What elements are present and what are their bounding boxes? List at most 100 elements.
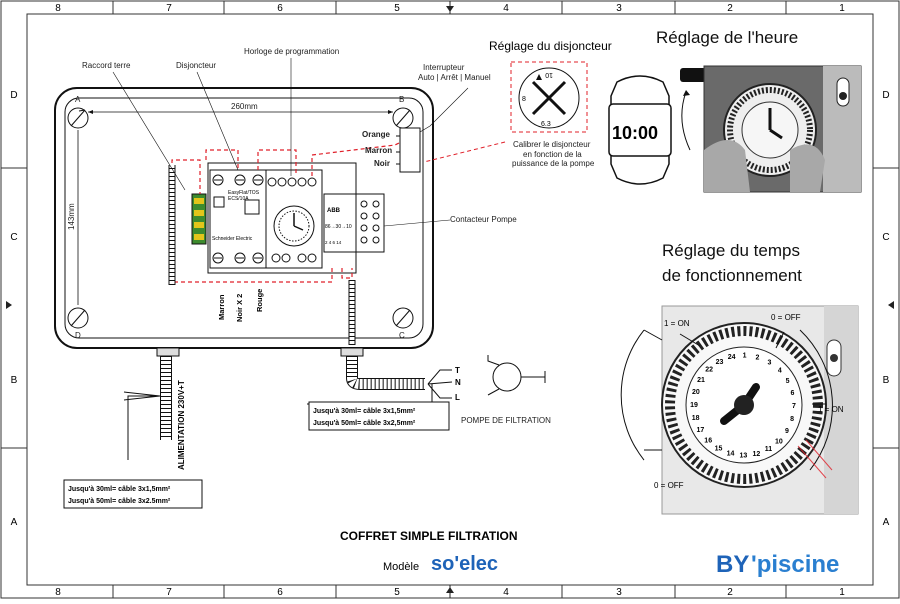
dimension-height: 143mm [67, 203, 76, 230]
supply-arrow: ALIMENTATION 230V+T [123, 380, 186, 470]
dial-number: 1 [743, 353, 747, 360]
breaker-note-1: Calibrer le disjoncteur [513, 140, 591, 149]
runtime-on-label-right: 1 = ON [818, 405, 844, 414]
callout-raccord-terre: Raccord terre [82, 61, 131, 70]
cable-spec-left: Jusqu'à 30ml= câble 3x1,5mm² Jusqu'à 50m… [63, 479, 203, 509]
dial-number: 24 [728, 354, 736, 361]
dial-number: 9 [785, 428, 789, 435]
frame-bottom-numbers: 8 7 6 5 4 3 2 1 [55, 587, 845, 598]
frame-number: 6 [277, 587, 283, 598]
terminal-n: N [455, 378, 461, 387]
frame-number: 1 [839, 587, 845, 598]
callout-disjoncteur: Disjoncteur [176, 61, 216, 70]
callout-interrupteur: Interrupteur [423, 63, 465, 72]
wire-orange-label: Orange [362, 130, 391, 139]
cable-spec-left-line2: Jusqu'à 50ml= câble 3x2.5mm² [68, 498, 171, 505]
wire-label-marron: Marron [217, 294, 226, 320]
dial-number: 2 [756, 354, 760, 361]
time-panel-title: Réglage de l'heure [656, 28, 798, 47]
cable-spec-right-line1: Jusqu'à 30ml= câble 3x1,5mm² [313, 408, 416, 415]
screw-a [67, 107, 89, 129]
breaker-brand: Schneider Electric [212, 236, 253, 242]
breaker-dial-top: 10 [545, 71, 553, 78]
frame-top-numbers: 8 7 6 5 4 3 2 1 [55, 3, 845, 14]
corner-label-a: A [75, 95, 81, 104]
runtime-off-label-bottom: 0 = OFF [654, 481, 684, 490]
bypiscine-logo-by: BY [716, 551, 749, 578]
frame-number: 3 [616, 3, 622, 14]
frame-letter: D [882, 90, 889, 101]
callout-contacteur: Contacteur Pompe [450, 215, 517, 224]
frame-letter: B [11, 375, 18, 386]
callouts [112, 58, 469, 227]
breaker-dial-left: 8 [522, 96, 526, 103]
dial-number: 18 [692, 415, 700, 422]
runtime-panel-title-line2: de fonctionnement [662, 266, 802, 285]
dial-number: 17 [697, 427, 705, 434]
frame-center-arrows [6, 1, 894, 598]
frame-number: 5 [394, 587, 400, 598]
contactor-terminals: 2 4 6 14 [325, 240, 342, 245]
selector-switch: Orange Marron Noir [362, 127, 421, 173]
frame-letter: C [882, 232, 889, 243]
cable-spec-right-line2: Jusqu'à 50ml= câble 3x2,5mm² [313, 420, 416, 427]
footer-title: COFFRET SIMPLE FILTRATION [340, 529, 518, 543]
wire-marron-label: Marron [365, 146, 392, 155]
dial-number: 11 [765, 446, 773, 453]
terminal-l: L [455, 393, 460, 402]
breaker-note-2: en fonction de la [523, 150, 582, 159]
dial-number: 5 [786, 378, 790, 385]
soelec-logo: so'elec [431, 553, 498, 575]
watch-display: 10:00 [612, 123, 658, 143]
dial-number: 4 [778, 368, 782, 375]
supply-label: ALIMENTATION 230V+T [177, 380, 186, 470]
callout-interrupteur-modes: Auto | Arrêt | Manuel [418, 73, 491, 82]
runtime-panel-title-line1: Réglage du temps [662, 241, 800, 260]
footer-model-label: Modèle [383, 561, 419, 573]
screw-c [392, 307, 414, 329]
frame-number: 8 [55, 3, 61, 14]
breaker-model: EasyFlat/TOS [228, 190, 260, 196]
dial-number: 15 [715, 446, 723, 453]
screw-b [392, 107, 414, 129]
screw-d [67, 307, 89, 329]
terminal-t: T [455, 366, 460, 375]
dial-number: 22 [705, 367, 713, 374]
din-modules: EasyFlat/TOS ECS/10A Schneider Electric [207, 162, 385, 274]
cable-spec-left-line1: Jusqu'à 30ml= câble 3x1,5mm² [68, 486, 171, 493]
earth-terminal-block [191, 193, 207, 245]
dial-number: 23 [716, 359, 724, 366]
bypiscine-logo-rest: 'piscine [751, 551, 839, 578]
breaker-panel-title: Réglage du disjoncteur [489, 39, 612, 53]
callout-horloge: Horloge de programmation [244, 47, 339, 56]
dial-number: 6 [790, 390, 794, 397]
corner-label-b: B [399, 95, 404, 104]
cable-left [156, 165, 180, 440]
dial-number: 16 [704, 437, 712, 444]
frame-number: 2 [727, 587, 733, 598]
dial-number: 7 [792, 403, 796, 410]
dial-number: 10 [775, 438, 783, 445]
time-setting-panel: Réglage de l'heure 10:00 [608, 28, 862, 193]
frame-number: 8 [55, 587, 61, 598]
dimension-width: 260mm [231, 102, 258, 111]
clock-adjust-photo [703, 65, 862, 193]
dial-number: 13 [740, 453, 748, 460]
frame-number: 7 [166, 587, 172, 598]
wire-label-noir: Noir X 2 [235, 294, 244, 322]
frame-number: 2 [727, 3, 733, 14]
wire-noir-label: Noir [374, 159, 390, 168]
frame-number: 4 [503, 587, 509, 598]
frame-number: 4 [503, 3, 509, 14]
frame-letter: C [10, 232, 17, 243]
frame-number: 3 [616, 587, 622, 598]
frame-letter: A [883, 517, 890, 528]
contactor-values: 86→30→10 [325, 224, 352, 230]
corner-label-c: C [399, 331, 405, 340]
footer: COFFRET SIMPLE FILTRATION Modèle so'elec… [340, 529, 839, 578]
dial-number: 21 [697, 377, 705, 384]
cable-right: T N L [340, 280, 461, 402]
